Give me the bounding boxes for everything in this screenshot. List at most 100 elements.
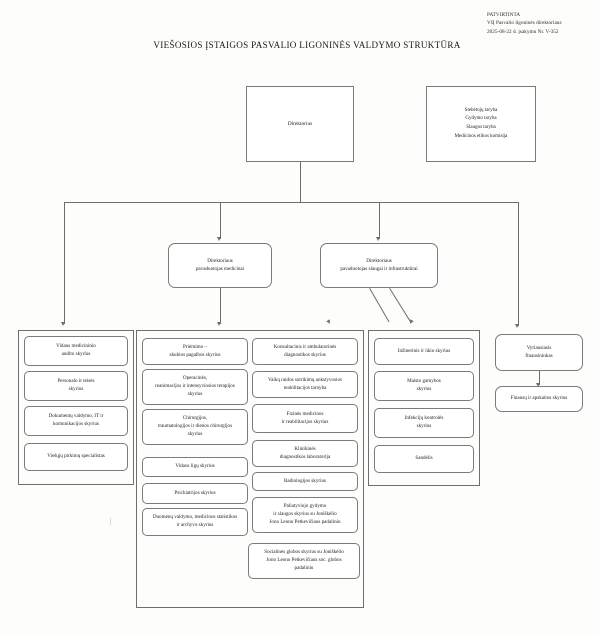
node-finance-accounting[interactable]: Finansų ir apskaitos skyrius: [495, 386, 583, 412]
connector-deputy-infra-left-diagonal: [369, 288, 390, 323]
unit-line-2: Jono Leono Petkevičiaus soc. globos: [266, 557, 342, 564]
unit-line-2: ir reabilitacijos skyrius: [281, 418, 329, 425]
node-consultative-outpatient-diagnostics[interactable]: Konsultacinis ir ambulatorinės diagnosti…: [252, 338, 358, 365]
node-surgery-traumatology[interactable]: Chirurgijos, traumatologijos ir dienos c…: [142, 409, 248, 445]
connector-bus-to-left-group: [64, 202, 65, 324]
node-director-label: Direktorius: [287, 120, 313, 127]
node-child-development-early-rehab[interactable]: Vaikų raidos sutrikimų ankstyvosios reab…: [252, 371, 358, 398]
unit-line-1: Maisto gamybos: [407, 378, 441, 385]
node-infection-control[interactable]: Infekcijų kontrolės skyrius: [374, 408, 474, 438]
unit-line-1: Dokumentų valdymo, IT ir: [48, 413, 104, 420]
unit-line-1: Socialinės globos skyrius su Joniškėlio: [264, 549, 344, 556]
unit-line-1: Vidaus medicininio: [56, 343, 96, 350]
arrow-to-left-group: [61, 322, 66, 326]
unit-line-1: Duomenų valdymo, medicinos statistikos: [152, 514, 238, 521]
connector-bus-to-deputy-infra: [379, 202, 380, 239]
unit-line-2: skyrius: [68, 386, 84, 392]
approval-line-3: 2025-08-22 d. įsakymu Nr. V-352: [487, 28, 559, 35]
unit-line-1: Konsultacinis ir ambulatorinės: [273, 343, 337, 350]
arrow-deputy-infra-left: [326, 319, 332, 325]
deputy-medical-line-2: pavaduotojas medicinai: [195, 265, 245, 272]
unit-line-2: diagnostikos laboratorija: [279, 453, 331, 460]
unit-line-2: audito skyrius: [61, 351, 91, 357]
node-palliative-care-nursing[interactable]: Paliatyviojo gydymo ir slaugos skyrius s…: [252, 497, 358, 533]
connector-director-down: [300, 162, 301, 202]
council-item-0: Stebėtojų taryba: [464, 107, 498, 113]
node-food-production[interactable]: Maisto gamybos skyrius: [374, 371, 474, 401]
node-psychiatry[interactable]: Psichiatrijos skyrius: [142, 483, 248, 504]
group-medical-units: [136, 330, 364, 608]
unit-line-2: diagnostikos skyrius: [284, 351, 326, 358]
unit-line-1: Inžinerinis ir ūkio skyrius: [397, 347, 451, 354]
unit-line-1: Paliatyviojo gydymo: [283, 503, 327, 510]
unit-line-1: Radiologijos skyrius: [283, 477, 327, 484]
arrow-to-deputy-infra: [376, 237, 381, 241]
unit-line-1: Vidaus ligų skyrius: [175, 463, 215, 470]
node-radiology[interactable]: Radiologijos skyrius: [252, 472, 358, 491]
node-warehouse[interactable]: Sandėlis: [374, 445, 474, 473]
unit-line-1: Finansų ir apskaitos skyrius: [510, 395, 568, 402]
unit-line-3: Jono Leono Petkevičiaus padaliniu: [269, 518, 341, 525]
unit-line-2: ir archyvo skyrius: [176, 522, 214, 528]
node-deputy-director-nursing-infrastructure[interactable]: Direktoriaus pavaduotojas slaugai ir inf…: [320, 243, 438, 288]
unit-line-1: Priėmimo –: [183, 343, 207, 350]
node-social-care[interactable]: Socialinės globos skyrius su Joniškėlio …: [248, 543, 360, 579]
unit-line-1: Psichiatrijos skyrius: [174, 489, 216, 496]
unit-line-2: skubios pagalbos skyrius: [169, 351, 221, 358]
unit-line-2: finansininkas: [525, 352, 553, 359]
unit-line-1: Operacinės,: [182, 375, 208, 382]
node-document-management-it-communication[interactable]: Dokumentų valdymo, IT ir komunikacijos s…: [24, 406, 128, 436]
connector-horizontal-bus: [64, 202, 518, 203]
arrow-to-chief-financier: [515, 324, 520, 328]
unit-line-3: padaliniu: [294, 564, 314, 571]
unit-line-3: skyrius: [187, 430, 203, 437]
group-director-direct-units: [18, 330, 134, 485]
node-clinical-diagnostics-laboratory[interactable]: Klinikinės diagnostikos laboratorija: [252, 440, 358, 467]
council-item-3: Medicinos etikos komisija: [454, 133, 508, 139]
approval-block: PATVIRTINTA VšĮ Pasvalio ligoninės direk…: [487, 11, 595, 36]
node-operating-icu[interactable]: Operacinės, reanimacijos ir intensyviosi…: [142, 369, 248, 405]
node-engineering-maintenance[interactable]: Inžinerinis ir ūkio skyrius: [374, 338, 474, 365]
node-personnel-and-law[interactable]: Personalo ir teisės skyrius: [24, 371, 128, 401]
approval-line-2: VšĮ Pasvalio ligoninės direktoriaus: [487, 20, 562, 27]
node-public-procurement-specialist[interactable]: Viešųjų pirkimų specialistas: [24, 443, 128, 471]
node-director[interactable]: Direktorius: [246, 86, 354, 162]
unit-line-1: Sandėlis: [415, 455, 433, 462]
deputy-infra-line-1: Direktoriaus: [366, 257, 392, 264]
council-item-1: Gydymo taryba: [465, 116, 497, 122]
unit-line-1: Chirurgijos,: [182, 415, 208, 422]
node-physical-medicine-rehabilitation[interactable]: Fizinės medicinos ir reabilitacijos skyr…: [252, 404, 358, 433]
unit-line-1: Vyriausiasis: [526, 344, 552, 351]
node-emergency-admission[interactable]: Priėmimo – skubios pagalbos skyrius: [142, 338, 248, 365]
node-chief-financier[interactable]: Vyriausiasis finansininkas: [495, 334, 583, 371]
approval-line-1: PATVIRTINTA: [487, 12, 521, 18]
unit-line-1: Viešųjų pirkimų specialistas: [47, 453, 105, 460]
unit-line-1: Fizinės medicinos: [286, 410, 324, 417]
unit-line-1: Personalo ir teisės: [57, 378, 95, 385]
group-infrastructure-units: [368, 330, 480, 486]
scan-speck: [110, 518, 111, 525]
unit-line-2: komunikacijos skyrius: [53, 421, 99, 427]
node-councils[interactable]: Stebėtojų taryba Gydymo taryba Slaugos t…: [426, 86, 536, 162]
unit-line-2: ir slaugos skyrius su Joniškėlio: [273, 511, 337, 518]
node-data-management-statistics-archive[interactable]: Duomenų valdymo, medicinos statistikos i…: [142, 508, 248, 536]
unit-line-2: reabilitacijos tarnyba: [283, 384, 327, 391]
node-deputy-director-medical[interactable]: Direktoriaus pavaduotojas medicinai: [168, 243, 272, 288]
council-item-2: Slaugos taryba: [466, 125, 496, 130]
deputy-infra-line-2: pavaduotojas slaugai ir infrastruktūrai: [340, 265, 418, 272]
connector-deputy-medical-down: [220, 288, 221, 324]
arrow-deputy-infra-right: [408, 319, 414, 325]
arrow-to-deputy-medical: [217, 237, 222, 241]
unit-line-1: Infekcijų kontrolės: [404, 415, 444, 422]
arrow-deputy-medical-down: [217, 322, 222, 326]
connector-deputy-infra-right-diagonal: [389, 288, 412, 323]
node-internal-medical-audit[interactable]: Vidaus medicininio audito skyrius: [24, 336, 128, 366]
connector-bus-to-chief-financier: [518, 202, 519, 326]
unit-line-2: traumatologijos ir dienos chirurgijos: [157, 423, 233, 430]
page-title: VIEŠOSIOS ĮSTAIGOS PASVALIO LIGONINĖS VA…: [153, 40, 461, 50]
node-internal-diseases[interactable]: Vidaus ligų skyrius: [142, 457, 248, 477]
unit-line-3: skyrius: [187, 390, 203, 397]
unit-line-1: Klinikinės: [294, 445, 316, 452]
arrow-to-finance-dept: [536, 383, 541, 387]
